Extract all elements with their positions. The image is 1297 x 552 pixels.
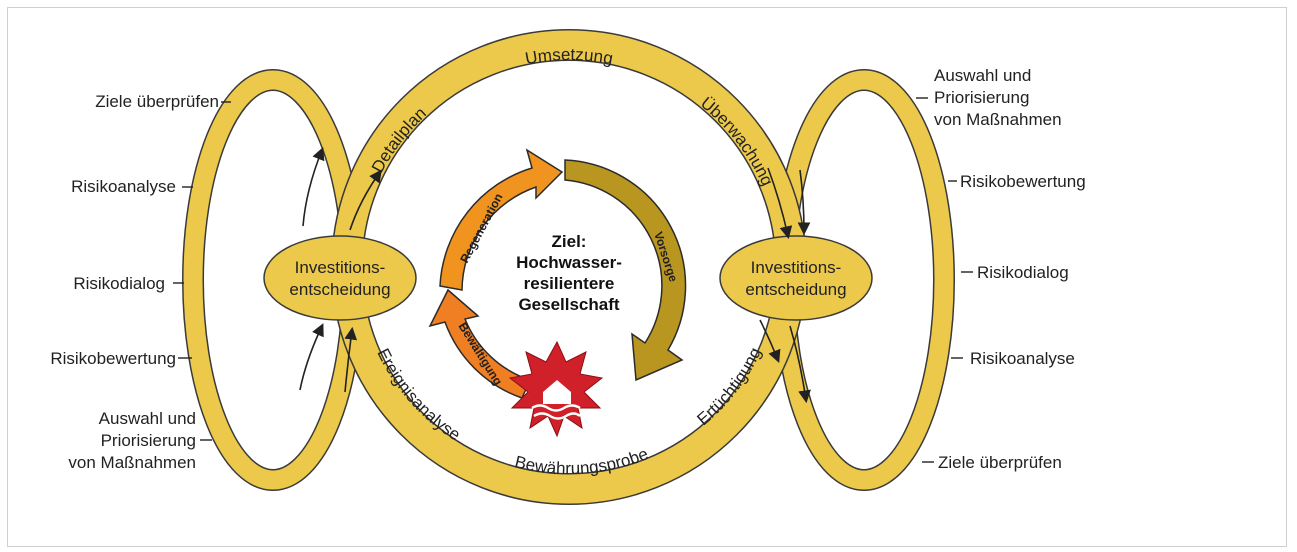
goal-line4: Gesellschaft xyxy=(518,295,619,314)
left-label-risikobewertung: Risikobewertung xyxy=(50,349,176,368)
diagram-frame xyxy=(7,7,1287,547)
left-label-ziele: Ziele überprüfen xyxy=(95,92,219,111)
right-loop-labels: Auswahl und Priorisierung von Maßnahmen … xyxy=(916,66,1086,472)
right-label-risikodialog: Risikodialog xyxy=(977,263,1069,282)
flood-house-icon xyxy=(508,340,604,438)
decision-right-line1: Investitions- xyxy=(751,258,842,277)
decision-oval-right xyxy=(719,235,873,321)
left-label-risikodialog: Risikodialog xyxy=(73,274,165,293)
right-label-risikobewertung: Risikobewertung xyxy=(960,172,1086,191)
left-label-risikoanalyse: Risikoanalyse xyxy=(71,177,176,196)
flow-arrows xyxy=(299,147,811,404)
decision-right-line2: entscheidung xyxy=(745,280,846,299)
right-label-risikoanalyse: Risikoanalyse xyxy=(970,349,1075,368)
right-label-auswahl-3: von Maßnahmen xyxy=(934,110,1062,129)
left-loop-labels: Ziele überprüfen Risikoanalyse Risikodia… xyxy=(50,92,231,472)
decision-left-line2: entscheidung xyxy=(289,280,390,299)
decision-left-line1: Investitions- xyxy=(295,258,386,277)
goal-line3: resilientere xyxy=(524,274,615,293)
svg-text:Umsetzung: Umsetzung xyxy=(524,45,615,68)
left-label-auswahl-1: Auswahl und xyxy=(99,409,196,428)
goal-line2: Hochwasser- xyxy=(516,253,622,272)
goal-line1: Ziel: xyxy=(552,232,587,251)
ring-label-top-2: Umsetzung xyxy=(524,45,615,68)
left-label-auswahl-3: von Maßnahmen xyxy=(68,453,196,472)
arrow-regeneration xyxy=(439,148,564,291)
left-label-auswahl-2: Priorisierung xyxy=(101,431,196,450)
right-label-ziele: Ziele überprüfen xyxy=(938,453,1062,472)
decision-oval-left xyxy=(263,235,417,321)
right-label-auswahl-1: Auswahl und xyxy=(934,66,1031,85)
arrow-bewaeltigung xyxy=(428,288,532,399)
arrow-vorsorge xyxy=(564,159,687,382)
right-label-auswahl-2: Priorisierung xyxy=(934,88,1029,107)
inner-cycle xyxy=(428,148,687,399)
